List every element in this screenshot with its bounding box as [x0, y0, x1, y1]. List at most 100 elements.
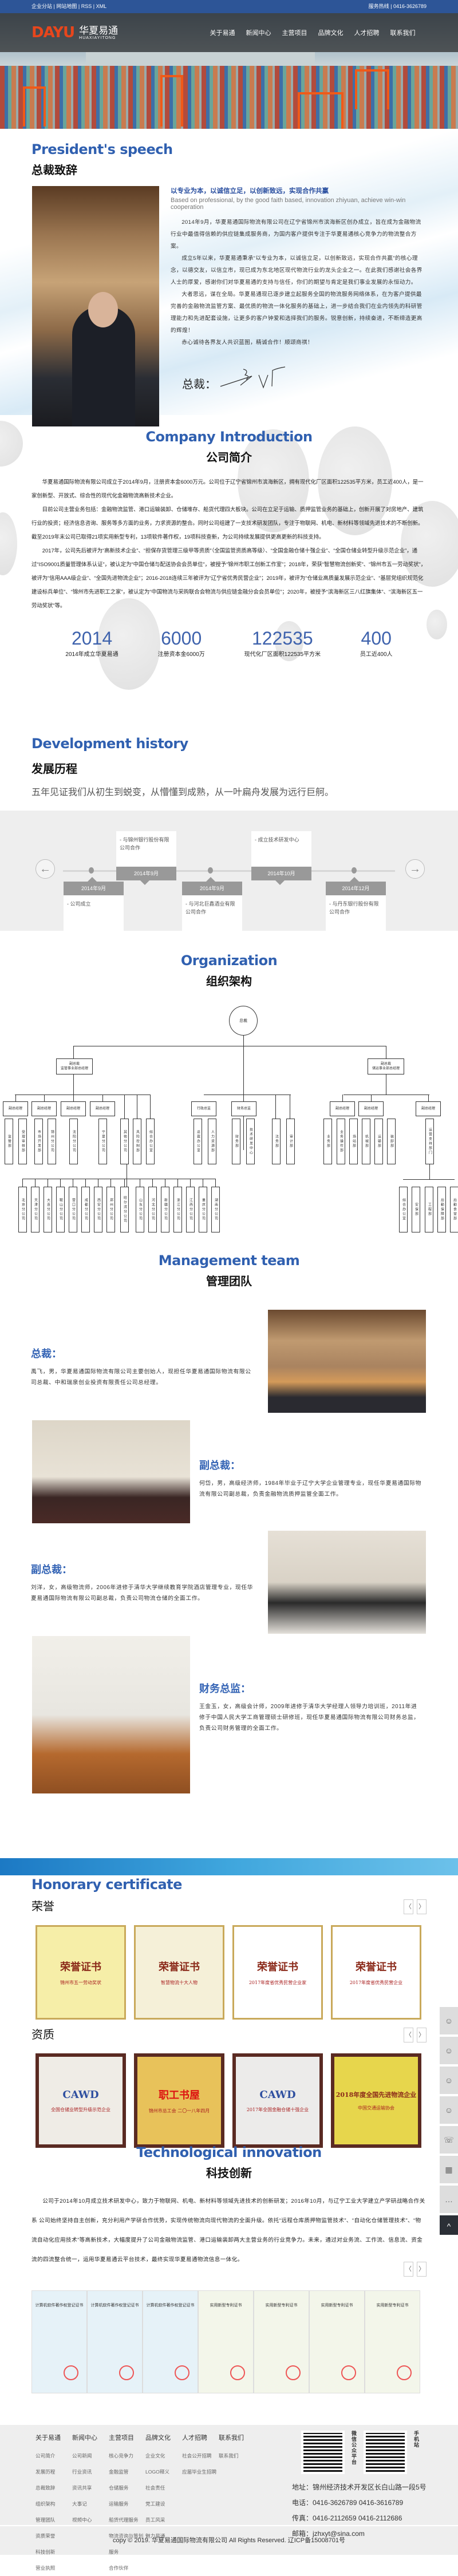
footer-column-heading[interactable]: 主营项目 [109, 2435, 134, 2441]
patent-certificate[interactable]: 计算机软件著作权登记证书 [143, 2290, 198, 2393]
nav-projects[interactable]: 主营项目 [282, 30, 307, 37]
timeline-event[interactable]: 2014年12月- 与丹东银行股份有限公司合作 [326, 877, 386, 931]
footer-link[interactable]: 联系我们 [219, 2453, 239, 2459]
footer-link[interactable]: 科技创新 [35, 2549, 56, 2555]
link-rss[interactable]: RSS [81, 3, 92, 9]
qual-prev-button[interactable]: 〈 [404, 2028, 413, 2042]
footer-link[interactable]: 总裁致辞 [35, 2485, 56, 2491]
footer-column-heading[interactable]: 品牌文化 [145, 2435, 171, 2441]
nav-news[interactable]: 新闻中心 [246, 30, 271, 37]
patent-certificate[interactable]: 实用新型专利证书 [198, 2290, 254, 2393]
honor-band [0, 1858, 458, 1875]
tech-prev-button[interactable]: 〈 [404, 2262, 413, 2277]
footer-link[interactable]: 公司新闻 [72, 2453, 92, 2459]
footer-link[interactable]: 公司简介 [35, 2453, 56, 2459]
footer-link[interactable]: 资讯共享 [72, 2485, 92, 2491]
side-float-toolbar: ☺☺☺☺☏▦…^ [440, 2007, 458, 2237]
footer-link[interactable]: 仓储服务 [109, 2485, 129, 2491]
timeline-event[interactable]: 2014年9月- 与河北巨鑫酒业有限公司合作 [182, 877, 242, 931]
footer-link[interactable]: 管理团队 [35, 2517, 56, 2523]
mobile-qr-label: 手机站 [413, 2431, 419, 2448]
footer-link[interactable]: 核心竞争力 [109, 2453, 133, 2459]
patent-certificate[interactable]: 实用新型专利证书 [365, 2290, 420, 2393]
footer-column: 品牌文化企业文化 LOGO释义社会责任党工建设员工风采魅力易通 [145, 2433, 182, 2576]
org-node-manager: 副总经理 [31, 1101, 57, 1116]
timeline-next-button[interactable]: → [405, 859, 425, 879]
back-to-top-button[interactable]: ^ [440, 2215, 458, 2237]
footer-link[interactable]: 大事记 [72, 2501, 87, 2507]
footer-link[interactable]: LOGO释义 [145, 2469, 170, 2475]
honor-certificate[interactable]: 荣誉证书智慧物流十大人物 [134, 1925, 224, 2020]
timeline-prev-button[interactable]: ← [35, 859, 55, 879]
tech-section: Technological innovation 科技创新 公司于2014年10… [0, 2121, 458, 2425]
link-xml[interactable]: XML [96, 3, 107, 9]
tech-title-cn: 科技创新 [206, 2167, 252, 2180]
qual-certificate[interactable]: 职工书屋锦州市总工会 二〇一八年四月 [134, 2053, 224, 2148]
footer-link[interactable]: 社会公开招聘 [182, 2453, 212, 2459]
link-branch-sites[interactable]: 企业分站 [31, 3, 53, 9]
honor-prev-button[interactable]: 〈 [404, 1899, 413, 1914]
footer-link[interactable]: 行业资讯 [72, 2469, 92, 2475]
timeline-event[interactable]: 2014年9月- 公司成立 [64, 877, 124, 931]
footer-link[interactable]: 社会责任 [145, 2485, 165, 2491]
history-title-cn: 发展历程 [31, 763, 77, 776]
seal-icon [63, 2365, 78, 2380]
footer-column-heading[interactable]: 人才招聘 [182, 2435, 207, 2441]
footer-link[interactable]: 企业文化 [145, 2453, 165, 2459]
footer-column-heading[interactable]: 新闻中心 [72, 2435, 97, 2441]
qual-next-button[interactable]: 〉 [417, 2028, 427, 2042]
qq-icon[interactable]: ☺ [440, 2037, 458, 2067]
chat-icon[interactable]: … [440, 2186, 458, 2215]
link-sitemap[interactable]: 网站地图 [56, 3, 77, 9]
footer-link[interactable]: 物流咨询与策划服务 [109, 2533, 144, 2555]
footer-link[interactable]: 营业执照 [35, 2565, 56, 2571]
qq-icon[interactable]: ☺ [440, 2096, 458, 2126]
org-node-unit: 业务部 [323, 1119, 332, 1164]
nav-about[interactable]: 关于易通 [210, 30, 235, 37]
certificate-heading: 2018年度全国先进物流企业 [335, 2091, 417, 2099]
patent-certificate[interactable]: 计算机软件著作权登记证书 [31, 2290, 87, 2393]
nav-jobs[interactable]: 人才招聘 [354, 30, 380, 37]
patent-certificate[interactable]: 实用新型专利证书 [254, 2290, 309, 2393]
seal-icon [396, 2365, 412, 2380]
qq-icon[interactable]: ☺ [440, 2007, 458, 2037]
qq-icon[interactable]: ☺ [440, 2067, 458, 2096]
history-subtitle: 五年见证我们从初生到蜕变，从懵懂到成熟，从一叶扁舟发展为远行巨舸。 [31, 788, 334, 797]
footer-column-heading[interactable]: 联系我们 [219, 2435, 244, 2441]
footer-link[interactable]: 船货代理服务 [109, 2517, 139, 2523]
qrcode-icon[interactable]: ▦ [440, 2156, 458, 2186]
footer-link[interactable]: 员工风采 [145, 2517, 165, 2523]
footer-link[interactable]: 合作伙伴 [109, 2565, 129, 2571]
footer-link[interactable]: 运输服务 [109, 2501, 129, 2507]
footer-link[interactable]: 组织架构 [35, 2501, 56, 2507]
phone-icon[interactable]: ☏ [440, 2126, 458, 2156]
tech-next-button[interactable]: 〉 [417, 2262, 427, 2277]
footer-link[interactable]: 发展历程 [35, 2469, 56, 2475]
logo[interactable]: DAYU 华夏易通 HUAXIAYITONG [31, 24, 118, 41]
footer-email[interactable]: 邮箱：jzhxyt@sina.com [292, 2530, 365, 2538]
certificate-text: 2017年度省优秀民营企业家 [248, 1980, 307, 1985]
footer-link[interactable]: 金融监管 [109, 2469, 129, 2475]
footer-link[interactable]: 应届毕业生招聘 [182, 2469, 217, 2475]
nav-contact[interactable]: 联系我们 [390, 30, 416, 37]
qual-certificate[interactable]: 2018年度全国先进物流企业中国交通运输协会 [331, 2053, 421, 2148]
nav-brand[interactable]: 品牌文化 [318, 30, 344, 37]
patent-certificate[interactable]: 计算机软件著作权登记证书 [87, 2290, 143, 2393]
honor-next-button[interactable]: 〉 [417, 1899, 427, 1914]
footer-link[interactable]: 资质荣誉 [35, 2533, 56, 2539]
president-slogan-en: Based on professional, by the good faith… [171, 197, 406, 211]
certificate-heading: 荣誉证书 [159, 1961, 200, 1973]
footer-link[interactable]: 魅力易通 [145, 2533, 165, 2539]
honor-certificate[interactable]: 荣誉证书锦州市五一劳动奖状 [35, 1925, 126, 2020]
footer-link[interactable]: 党工建设 [145, 2501, 165, 2507]
patent-certificate[interactable]: 实用新型专利证书 [309, 2290, 365, 2393]
footer-link[interactable]: 视频中心 [72, 2517, 92, 2523]
footer-column-heading[interactable]: 关于易通 [35, 2435, 61, 2441]
